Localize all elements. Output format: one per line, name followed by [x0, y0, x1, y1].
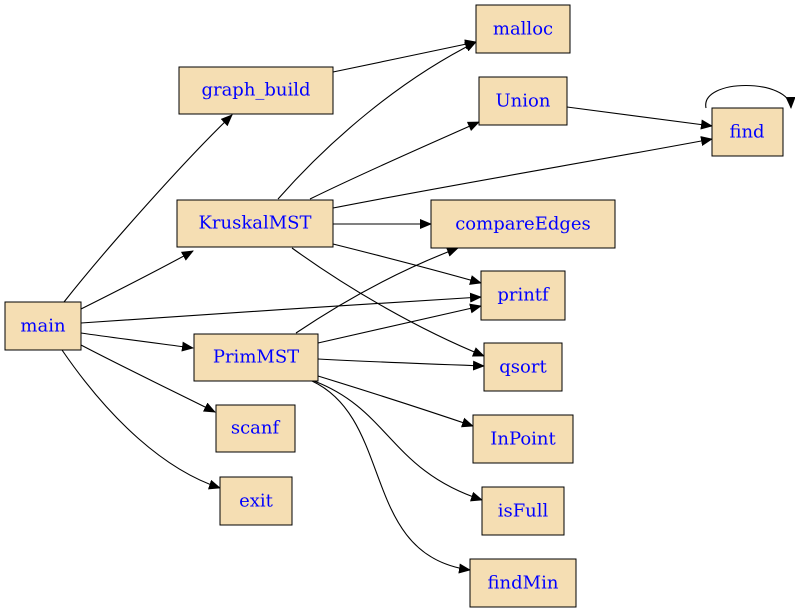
edge-PrimMST-qsort: [317, 358, 485, 371]
node-malloc[interactable]: malloc: [475, 4, 571, 54]
node-main[interactable]: main: [4, 301, 82, 351]
edge-PrimMST-findMin: [311, 380, 471, 574]
node-label: exit: [239, 491, 274, 512]
edge-main-PrimMST: [80, 332, 194, 352]
node-label: KruskalMST: [198, 213, 311, 234]
node-label: graph_build: [201, 80, 310, 101]
edge-main-printf: [80, 292, 482, 324]
edge-PrimMST-printf: [317, 303, 482, 344]
edge-Union-find: [566, 106, 713, 130]
edge-KruskalMST-qsort: [291, 247, 485, 357]
edge-main-KruskalMST: [80, 250, 194, 310]
node-label: main: [20, 316, 66, 337]
edge-main-graph_build: [63, 114, 233, 303]
node-label: printf: [497, 285, 550, 306]
edge-PrimMST-isFull: [313, 380, 483, 502]
node-label: malloc: [493, 19, 553, 40]
node-label: InPoint: [490, 429, 556, 450]
edge-graph_build-malloc: [332, 39, 477, 73]
node-compareEdges[interactable]: compareEdges: [430, 199, 616, 249]
edge-PrimMST-compareEdges: [295, 247, 459, 334]
edge-KruskalMST-malloc: [277, 41, 477, 200]
edge-KruskalMST-find: [332, 136, 713, 209]
edge-KruskalMST-printf: [332, 243, 482, 285]
node-PrimMST[interactable]: PrimMST: [193, 333, 319, 382]
node-label: qsort: [499, 357, 547, 378]
node-scanf[interactable]: scanf: [215, 404, 296, 453]
edge-PrimMST-InPoint: [317, 375, 474, 428]
node-label: PrimMST: [213, 347, 299, 368]
node-label: find: [729, 122, 764, 143]
node-findMin[interactable]: findMin: [469, 558, 577, 608]
node-Union[interactable]: Union: [478, 76, 568, 126]
node-label: findMin: [488, 573, 559, 594]
node-InPoint[interactable]: InPoint: [472, 414, 574, 464]
nodes: main graph_build KruskalMST PrimMST scan…: [4, 4, 784, 608]
node-printf[interactable]: printf: [480, 270, 566, 321]
edge-find-find: [705, 85, 795, 109]
node-isFull[interactable]: isFull: [481, 486, 565, 536]
edge-main-exit: [61, 349, 221, 490]
node-find[interactable]: find: [711, 107, 784, 157]
node-exit[interactable]: exit: [219, 476, 293, 526]
node-graph_build[interactable]: graph_build: [178, 66, 334, 115]
edge-KruskalMST-Union: [309, 121, 480, 200]
edge-main-scanf: [80, 344, 216, 413]
node-qsort[interactable]: qsort: [483, 342, 563, 392]
node-label: compareEdges: [455, 214, 591, 235]
node-label: Union: [496, 91, 551, 112]
node-label: isFull: [498, 501, 549, 522]
node-KruskalMST[interactable]: KruskalMST: [176, 199, 334, 248]
edges: [61, 39, 795, 574]
node-label: scanf: [231, 418, 281, 439]
